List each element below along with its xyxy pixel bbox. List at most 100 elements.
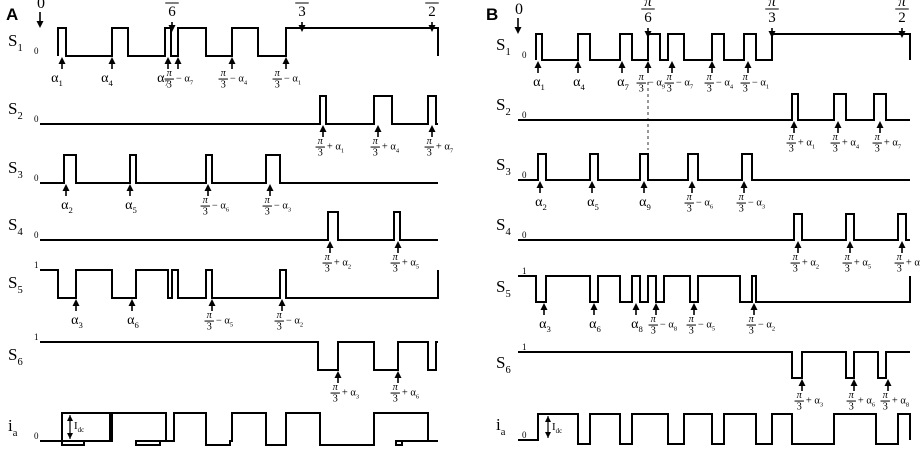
- edge-arrow: [834, 121, 842, 133]
- row-level: 0: [34, 230, 39, 240]
- edge-label-pi3: π3: [746, 314, 756, 337]
- marker-pi6-den: 6: [644, 10, 652, 26]
- edge-label-pi3-den: 3: [333, 394, 338, 405]
- edge-arrow: [588, 181, 596, 193]
- amplitude-label: Idc: [74, 420, 84, 434]
- edge-label: π3+ α8: [880, 390, 909, 413]
- edge-label-term: − α1: [284, 74, 301, 87]
- edge-label-pi3-num: π: [793, 252, 799, 263]
- edge-label-term: + α7: [884, 138, 902, 151]
- edge-arrow: [428, 125, 436, 137]
- edge-label-pi3: π3: [370, 136, 380, 159]
- edge-label: α3: [71, 313, 83, 330]
- edge-label: α7: [617, 75, 629, 92]
- edge-arrow: [750, 303, 758, 315]
- marker-zero-arrow: [514, 18, 522, 34]
- edge-label-pi3: π3: [424, 136, 434, 159]
- edge-arrow: [266, 184, 274, 196]
- switching-waveform: [40, 211, 438, 241]
- marker-pi3-num: π: [768, 0, 776, 10]
- edge-label: π3+ α9: [894, 252, 920, 275]
- edge-label-term: − α7: [676, 78, 694, 91]
- edge-label-term: + α6: [402, 388, 420, 401]
- edge-label-pi3: π3: [894, 252, 904, 275]
- amplitude-label: Idc: [552, 421, 562, 435]
- edge-label-pi3-num: π: [897, 252, 903, 263]
- panel-letter-b: B: [486, 5, 498, 24]
- switching-waveform: [40, 95, 438, 125]
- edge-label-pi3-den: 3: [203, 207, 208, 218]
- edge-label: π3− α1: [272, 68, 301, 91]
- edge-label-pi3: π3: [272, 68, 282, 91]
- edge-label-pi3: π3: [830, 132, 840, 155]
- edge-label-pi3-num: π: [883, 390, 889, 401]
- edge-arrow: [394, 371, 402, 383]
- row-level: 0: [522, 50, 527, 60]
- marker-pi2: π2: [425, 0, 439, 20]
- edge-arrow: [794, 241, 802, 253]
- edge-label-pi3-den: 3: [393, 264, 398, 275]
- edge-label-term: + α3: [342, 388, 359, 401]
- edge-arrow: [798, 379, 806, 391]
- edge-label: α4: [573, 75, 585, 92]
- edge-label-term: + α4: [842, 138, 860, 151]
- edge-label-pi3: π3: [846, 390, 856, 413]
- edge-label-pi3-den: 3: [845, 264, 850, 275]
- edge-label-term: − α9: [648, 78, 665, 91]
- edge-label-pi3-num: π: [743, 72, 749, 83]
- edge-label-pi3-num: π: [318, 136, 324, 147]
- edge-label-pi3-num: π: [275, 68, 281, 79]
- row-label: S5: [496, 277, 511, 300]
- edge-arrow: [534, 61, 542, 73]
- row-level: 1: [34, 332, 39, 342]
- edge-label-pi3-num: π: [207, 310, 213, 321]
- edge-label-term: + α9: [906, 258, 920, 271]
- edge-label-pi3: π3: [204, 310, 214, 333]
- edge-label-pi3-den: 3: [897, 264, 902, 275]
- edge-label-pi3-den: 3: [277, 322, 282, 333]
- switching-waveform: [57, 27, 439, 57]
- edge-label-term: − α2: [758, 320, 775, 333]
- edge-label-pi3-num: π: [667, 72, 673, 83]
- edge-label-pi3: π3: [740, 72, 750, 95]
- edge-arrow: [326, 241, 334, 253]
- edge-label-pi3: π3: [872, 132, 882, 155]
- edge-label-pi3: π3: [315, 136, 325, 159]
- edge-label-term: + α8: [892, 396, 909, 409]
- edge-label: π3− α6: [684, 192, 714, 215]
- edge-arrow: [790, 121, 798, 133]
- edge-label: π3− α5: [204, 310, 233, 333]
- edge-label-term: − α3: [274, 201, 291, 214]
- marker-pi2-den: 2: [428, 4, 436, 20]
- row-label: S3: [8, 158, 23, 181]
- edge-label-pi3-num: π: [373, 136, 379, 147]
- edge-label: π3− α2: [274, 310, 303, 333]
- edge-arrow: [282, 57, 290, 69]
- edge-label-pi3-den: 3: [393, 394, 398, 405]
- current-waveform: [518, 413, 911, 445]
- edge-label-term: − α1: [752, 78, 769, 91]
- edge-arrow: [58, 57, 66, 69]
- marker-pi6-num: π: [168, 0, 176, 4]
- edge-arrow: [164, 57, 172, 69]
- marker-pi3-den: 3: [768, 10, 776, 26]
- edge-label-pi3: π3: [736, 192, 746, 215]
- edge-label: π3− α7: [664, 72, 694, 95]
- row-label: S3: [496, 155, 511, 178]
- row-label: S6: [8, 345, 23, 368]
- edge-label-term: − α7: [176, 74, 194, 87]
- edge-label-pi3-num: π: [393, 252, 399, 263]
- marker-pi6-num: π: [644, 0, 652, 10]
- edge-label: α1: [533, 75, 545, 92]
- marker-zero-label: 0: [37, 0, 45, 12]
- switching-waveform: [535, 33, 911, 61]
- row-label: ia: [496, 415, 506, 438]
- edge-label-term: + α7: [436, 142, 454, 155]
- edge-label-pi3-den: 3: [427, 148, 432, 159]
- row-label: S4: [496, 215, 511, 238]
- marker-pi3: π3: [765, 0, 779, 26]
- edge-arrow: [228, 57, 236, 69]
